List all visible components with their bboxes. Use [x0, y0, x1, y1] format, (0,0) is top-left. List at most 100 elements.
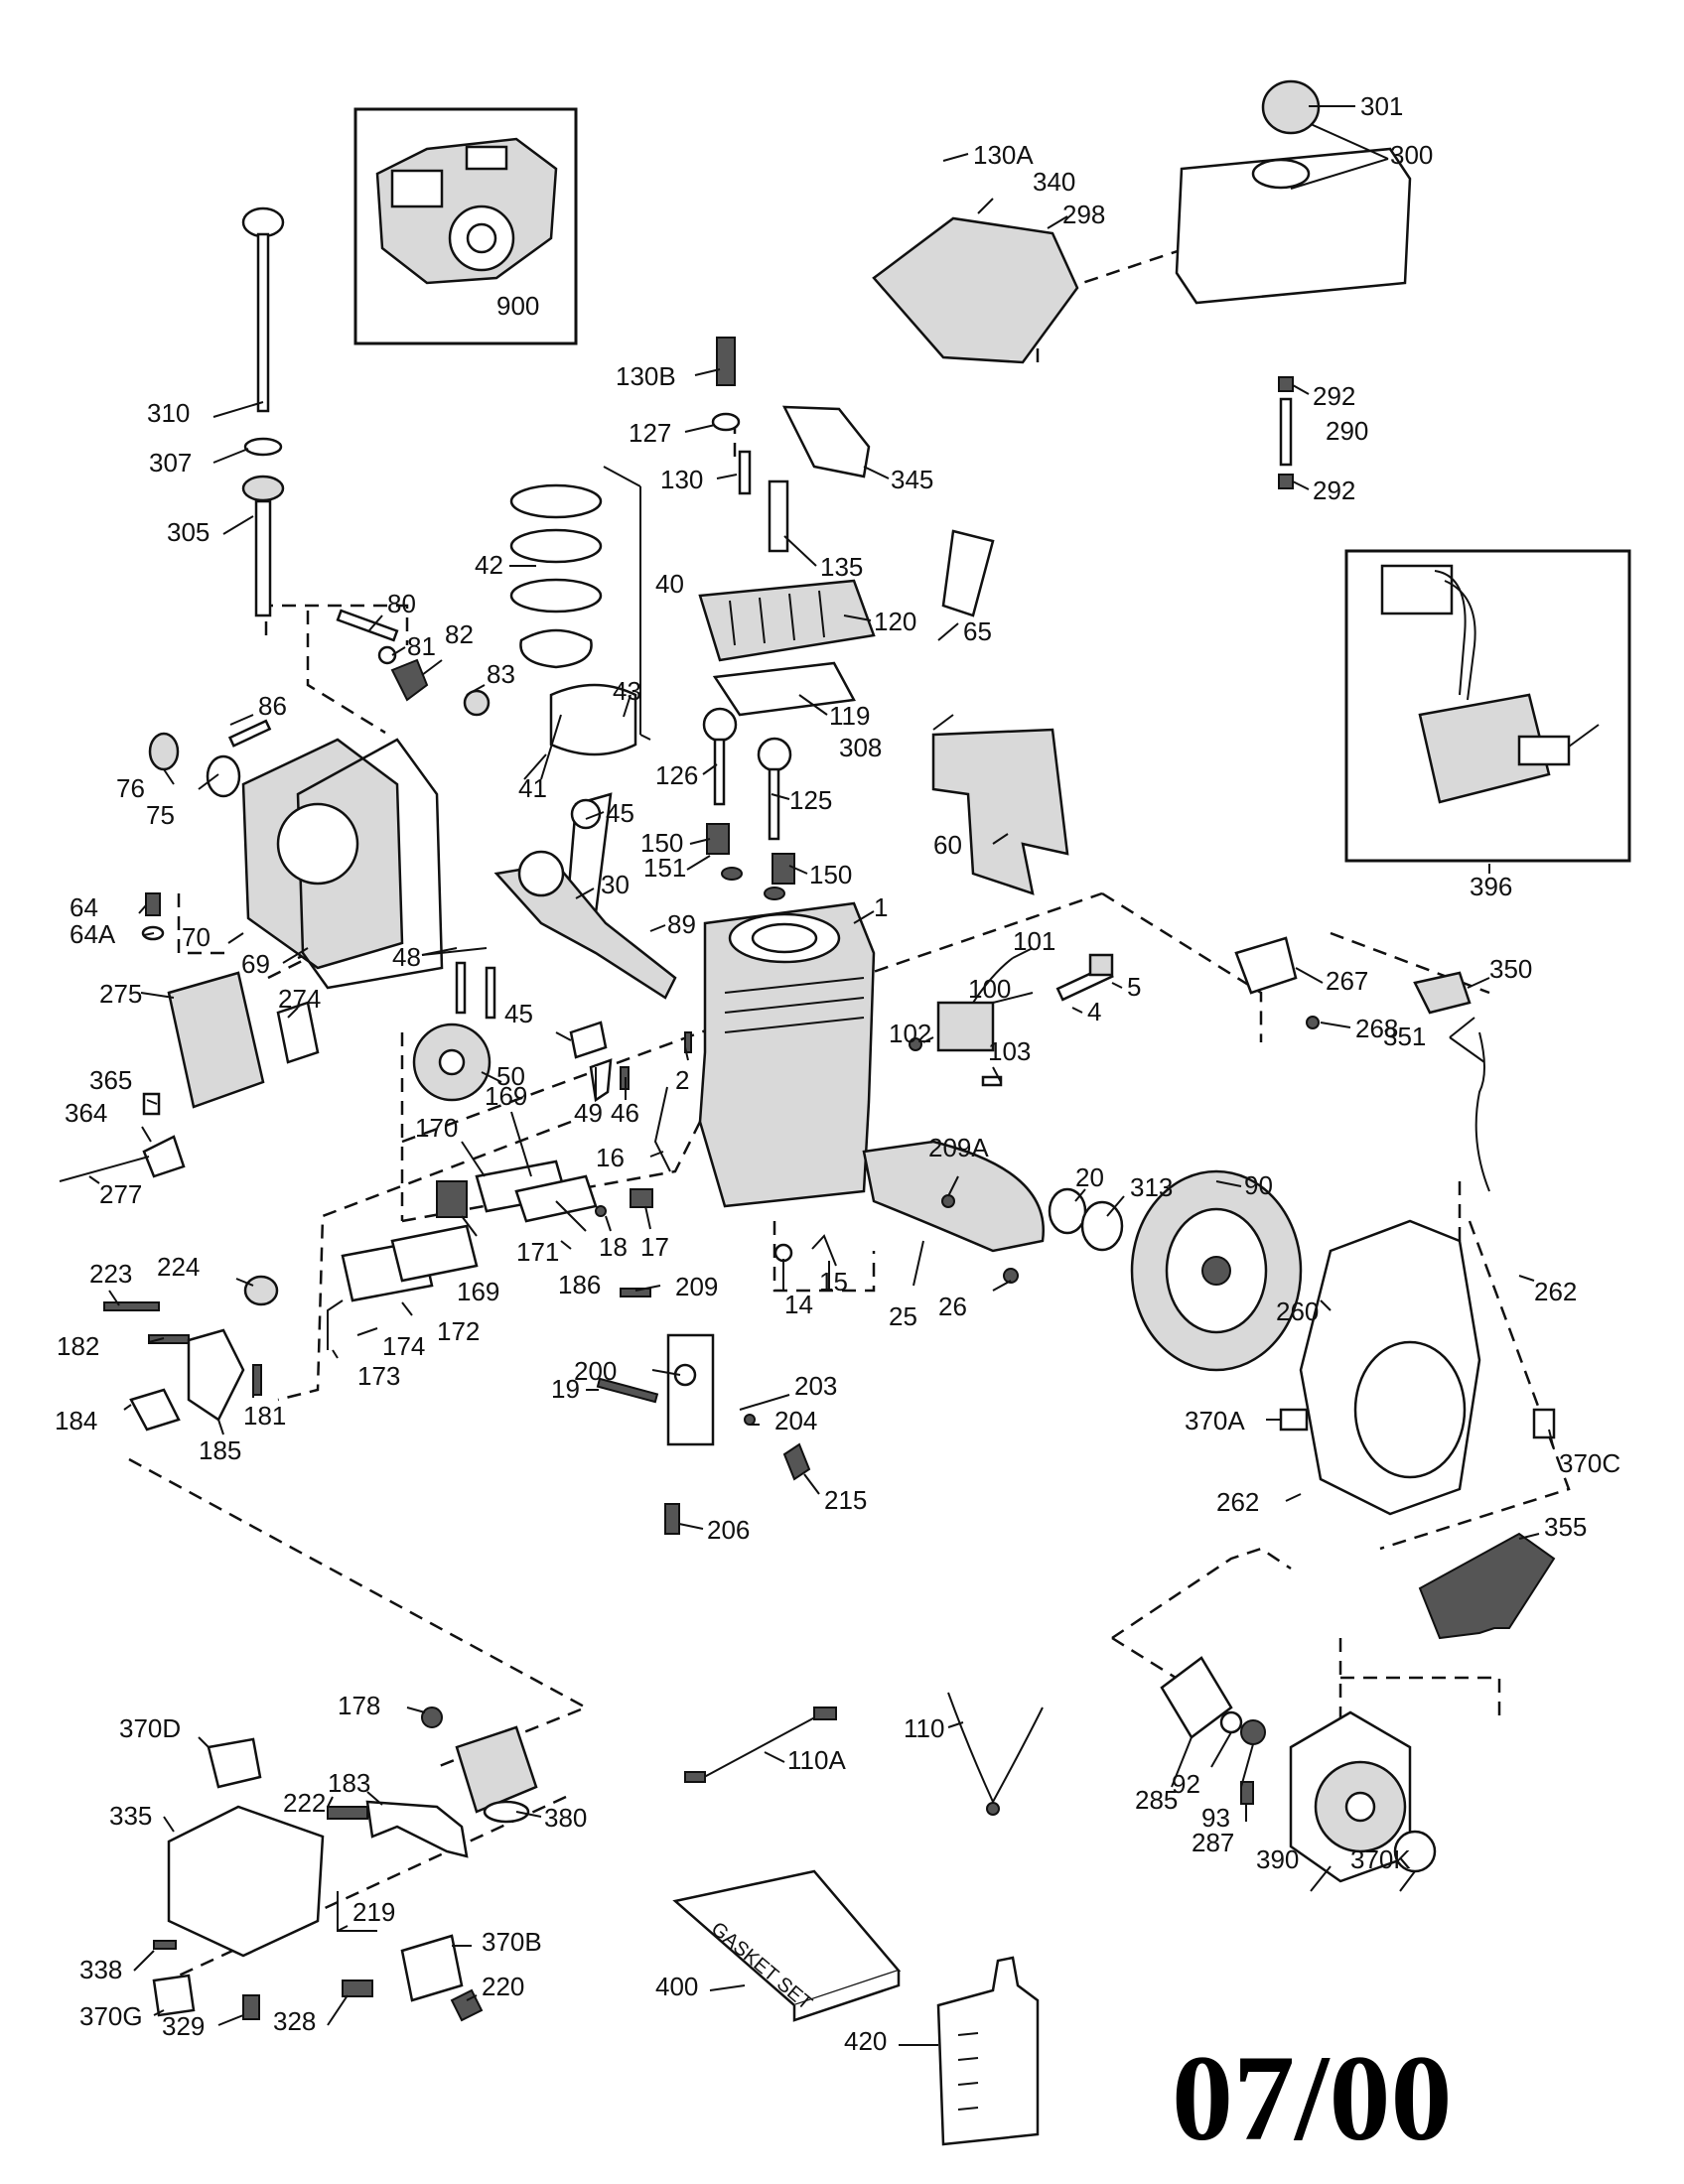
- label-209A: 209A: [928, 1133, 989, 1162]
- label-338: 338: [79, 1955, 122, 1984]
- label-290: 290: [1326, 416, 1368, 446]
- label-26: 26: [938, 1292, 967, 1321]
- label-110: 110: [904, 1713, 944, 1743]
- label-41: 41: [518, 773, 547, 803]
- label-169-top: 169: [485, 1081, 527, 1111]
- label-305: 305: [167, 517, 210, 547]
- label-76: 76: [116, 773, 145, 803]
- label-220: 220: [482, 1972, 524, 2001]
- label-46: 46: [611, 1098, 639, 1128]
- label-350: 350: [1489, 954, 1532, 984]
- label-370D: 370D: [119, 1713, 181, 1743]
- label-130A: 130A: [973, 140, 1034, 170]
- label-335: 335: [109, 1801, 152, 1831]
- label-20: 20: [1075, 1162, 1104, 1192]
- label-277: 277: [99, 1179, 142, 1209]
- label-93: 93: [1201, 1803, 1230, 1833]
- label-420: 420: [844, 2026, 887, 2056]
- label-16: 16: [596, 1143, 625, 1172]
- label-42: 42: [475, 550, 503, 580]
- label-150-left: 150: [640, 828, 683, 858]
- label-89: 89: [667, 909, 696, 939]
- label-172: 172: [437, 1316, 480, 1346]
- label-224: 224: [157, 1252, 200, 1282]
- label-80: 80: [387, 589, 416, 618]
- label-219: 219: [352, 1897, 395, 1927]
- label-268: 268: [1355, 1014, 1398, 1043]
- label-18: 18: [599, 1232, 628, 1262]
- label-298: 298: [1062, 200, 1105, 229]
- label-400: 400: [655, 1972, 698, 2001]
- label-45-rod: 45: [606, 798, 634, 828]
- label-25: 25: [889, 1301, 917, 1331]
- label-275: 275: [99, 979, 142, 1009]
- label-222: 222: [283, 1788, 326, 1818]
- label-351: 351: [1383, 1022, 1426, 1051]
- label-69: 69: [241, 949, 270, 979]
- label-301: 301: [1360, 91, 1403, 121]
- label-174: 174: [382, 1331, 425, 1361]
- label-125: 125: [789, 785, 832, 815]
- label-43: 43: [613, 676, 641, 706]
- label-120: 120: [874, 607, 916, 636]
- label-49: 49: [574, 1098, 603, 1128]
- label-370K: 370K: [1350, 1844, 1411, 1874]
- label-130B: 130B: [616, 361, 676, 391]
- label-223: 223: [89, 1259, 132, 1289]
- label-267: 267: [1326, 966, 1368, 996]
- label-173: 173: [357, 1361, 400, 1391]
- label-328: 328: [273, 2006, 316, 2036]
- label-60: 60: [933, 830, 962, 860]
- label-900: 900: [496, 291, 539, 321]
- label-182: 182: [57, 1331, 99, 1361]
- label-355: 355: [1544, 1512, 1587, 1542]
- label-209: 209: [675, 1272, 718, 1301]
- label-169-bottom: 169: [457, 1277, 499, 1306]
- inset-starter-396: [1344, 549, 1631, 863]
- label-215: 215: [824, 1485, 867, 1515]
- label-206: 206: [707, 1515, 750, 1545]
- label-170: 170: [415, 1113, 458, 1143]
- label-45-cap: 45: [504, 999, 533, 1028]
- label-110A: 110A: [787, 1745, 846, 1775]
- label-364: 364: [65, 1098, 107, 1128]
- label-370C: 370C: [1559, 1448, 1620, 1478]
- label-329: 329: [162, 2011, 205, 2041]
- label-204: 204: [774, 1406, 817, 1435]
- label-150-right: 150: [809, 860, 852, 889]
- label-292-bottom: 292: [1313, 476, 1355, 505]
- label-203: 203: [794, 1371, 837, 1401]
- label-48: 48: [392, 942, 421, 972]
- label-130: 130: [660, 465, 703, 494]
- label-185: 185: [199, 1435, 241, 1465]
- parts: GASKET SET: [59, 79, 1556, 2146]
- label-5: 5: [1127, 972, 1141, 1002]
- date-code: 07/00: [1172, 2030, 1452, 2166]
- label-65: 65: [963, 616, 992, 646]
- label-4: 4: [1087, 997, 1101, 1026]
- label-127: 127: [629, 418, 671, 448]
- label-370B: 370B: [482, 1927, 542, 1957]
- label-64: 64: [70, 892, 98, 922]
- label-75: 75: [146, 800, 175, 830]
- label-370G: 370G: [79, 2001, 143, 2031]
- label-40: 40: [655, 569, 684, 599]
- callout-labels: 301 300 130A 340 298 900 310 307 305 130…: [55, 91, 1620, 2056]
- label-81: 81: [407, 631, 436, 661]
- label-101: 101: [1013, 926, 1055, 956]
- label-100: 100: [968, 974, 1011, 1004]
- label-70: 70: [182, 922, 210, 952]
- label-64A: 64A: [70, 919, 116, 949]
- label-396: 396: [1470, 872, 1512, 901]
- label-183: 183: [328, 1768, 370, 1798]
- label-300: 300: [1390, 140, 1433, 170]
- label-30: 30: [601, 870, 630, 899]
- label-186: 186: [558, 1270, 601, 1299]
- label-171: 171: [516, 1237, 559, 1267]
- label-82: 82: [445, 619, 474, 649]
- label-285: 285: [1135, 1785, 1178, 1815]
- label-90: 90: [1244, 1170, 1273, 1200]
- label-2: 2: [675, 1065, 689, 1095]
- label-86: 86: [258, 691, 287, 721]
- label-345: 345: [891, 465, 933, 494]
